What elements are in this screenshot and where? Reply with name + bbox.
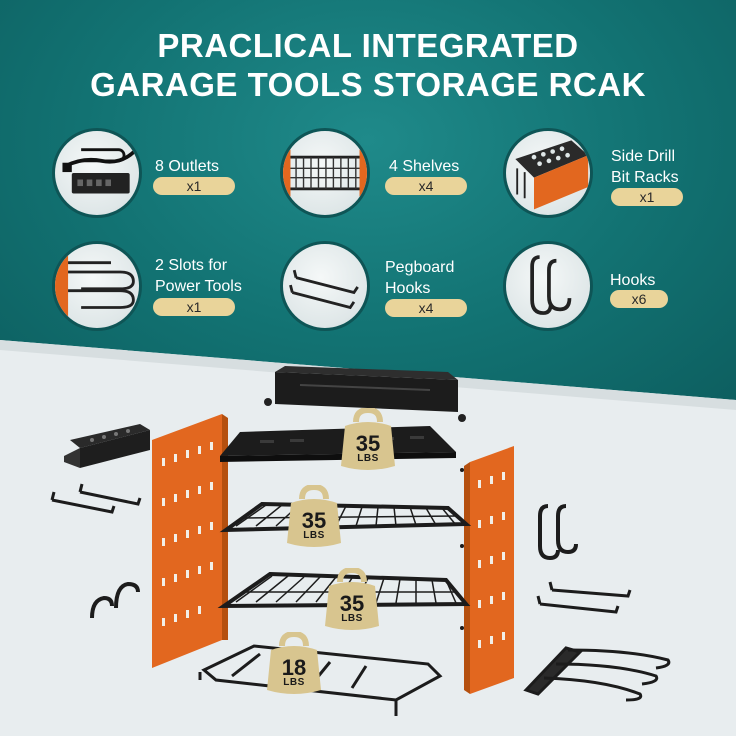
left-orange-panel (152, 414, 228, 668)
capacity-value: 35 (339, 591, 365, 616)
top-solid-shelf (220, 426, 456, 462)
s-hook-icon (503, 241, 593, 331)
power-tool-slot-icon (52, 241, 142, 331)
right-orange-panel (464, 446, 514, 694)
s-hooks-part (90, 581, 140, 619)
drill-rack-part (64, 424, 150, 468)
wire-shelf-upper (219, 501, 472, 533)
capacity-unit: LBS (357, 453, 379, 464)
feature-label-pegboard-hooks-2: Hooks (385, 280, 431, 297)
feature-label-pegboard-hooks-1: Pegboard (385, 259, 455, 276)
qty-badge-hooks: x6 (610, 290, 668, 308)
capacity-tag-upper-wire-shelf: 35 LBS (285, 485, 343, 549)
power-strip-icon (52, 128, 142, 218)
feature-label-hooks: Hooks (610, 272, 656, 289)
pegboard-hook-icon (280, 241, 370, 331)
capacity-value: 18 (281, 655, 307, 680)
qty-badge-drill-racks: x1 (611, 188, 683, 206)
drill-bit-rack-icon (503, 128, 593, 218)
page-title: PRACLICAL INTEGRATED GARAGE TOOLS STORAG… (0, 26, 736, 104)
capacity-tag-lower-wire-shelf: 35 LBS (323, 568, 381, 632)
feature-label-shelves: 4 Shelves (389, 158, 460, 175)
qty-badge-pegboard-hooks: x4 (385, 299, 467, 317)
qty-badge-outlets: x1 (153, 177, 235, 195)
capacity-tag-top-shelf: 35 LBS (339, 408, 397, 472)
title-line-1: PRACLICAL INTEGRATED (157, 27, 579, 64)
power-strip-part (264, 366, 466, 422)
capacity-tag-tool-rack: 18 LBS (265, 632, 323, 696)
title-line-2: GARAGE TOOLS STORAGE RCAK (90, 66, 646, 103)
pegboard-hooks-right (536, 581, 632, 614)
feature-label-tool-slots-1: 2 Slots for (155, 257, 228, 274)
feature-label-drill-racks-2: Bit Racks (611, 169, 679, 186)
qty-badge-tool-slots: x1 (153, 298, 235, 316)
capacity-value: 35 (301, 508, 327, 533)
capacity-unit: LBS (303, 530, 325, 541)
feature-label-outlets: 8 Outlets (155, 158, 220, 175)
capacity-unit: LBS (283, 677, 305, 688)
tool-slot-right (523, 646, 671, 702)
pegboard-hooks-part (50, 483, 142, 514)
wire-shelf-icon (280, 128, 370, 218)
capacity-value: 35 (355, 431, 381, 456)
feature-label-tool-slots-2: Power Tools (155, 278, 242, 295)
capacity-unit: LBS (341, 613, 363, 624)
qty-badge-shelves: x4 (385, 177, 467, 195)
feature-label-drill-racks-1: Side Drill (611, 148, 676, 165)
s-hooks-right (538, 504, 578, 561)
